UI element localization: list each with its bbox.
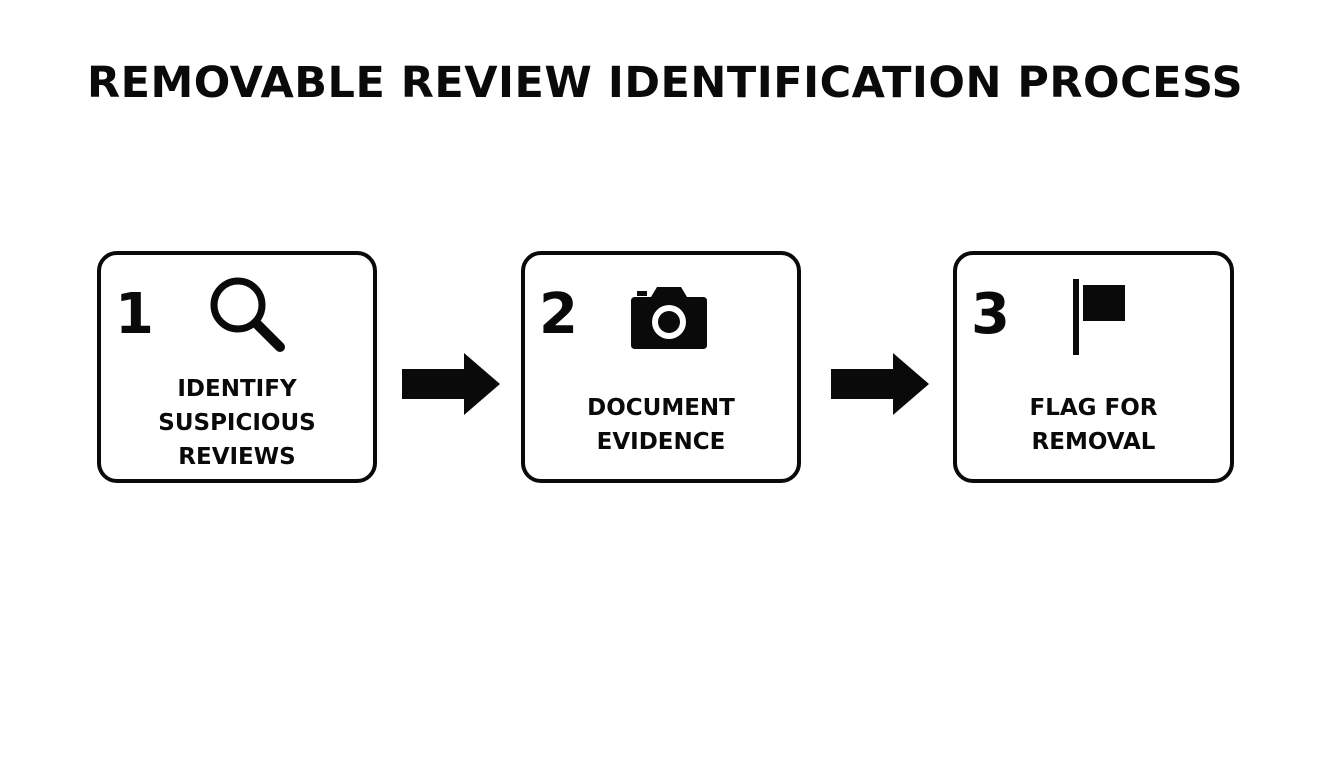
page-title: REMOVABLE REVIEW IDENTIFICATION PROCESS: [86, 58, 1244, 108]
flag-icon: [1073, 279, 1125, 355]
step-box-flag: 3 FLAG FOR REMOVAL: [953, 251, 1234, 483]
step-label-line: SUSPICIOUS: [158, 410, 316, 436]
step-label: IDENTIFY SUSPICIOUS REVIEWS: [101, 372, 373, 474]
step-number: 3: [971, 282, 1010, 347]
step-label-line: REMOVAL: [1031, 429, 1156, 455]
step-label: FLAG FOR REMOVAL: [957, 391, 1230, 459]
step-box-document: 2 DOCUMENT EVIDENCE: [521, 251, 801, 483]
step-label-line: FLAG FOR: [1029, 395, 1158, 421]
step-number: 1: [115, 282, 154, 347]
right-arrow-icon: [831, 353, 929, 415]
step-label-line: EVIDENCE: [596, 429, 726, 455]
step-label-line: IDENTIFY: [177, 376, 297, 402]
right-arrow-icon: [402, 353, 500, 415]
camera-icon: [631, 287, 707, 349]
step-label: DOCUMENT EVIDENCE: [525, 391, 797, 459]
step-label-line: DOCUMENT: [587, 395, 735, 421]
step-label-line: REVIEWS: [178, 444, 296, 470]
step-number: 2: [539, 282, 578, 347]
magnifying-glass-icon: [210, 277, 285, 352]
step-box-identify: 1 IDENTIFY SUSPICIOUS REVIEWS: [97, 251, 377, 483]
